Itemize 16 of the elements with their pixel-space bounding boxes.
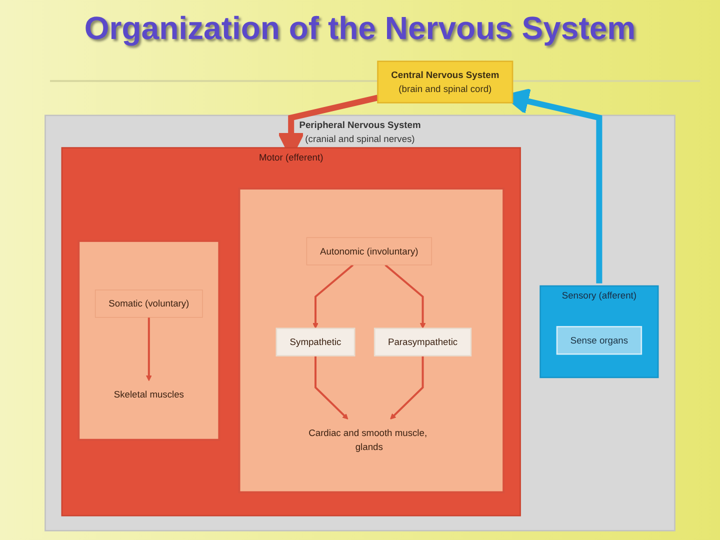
arrow <box>314 356 348 420</box>
node-box: Parasympathetic <box>374 328 472 356</box>
node-text: Cardiac and smooth muscle, glands <box>308 427 428 452</box>
node-box: Sense organs <box>556 326 642 355</box>
node-box: Somatic (voluntary) <box>94 290 203 318</box>
node-box: Autonomic (involuntary) <box>306 237 432 266</box>
cluster <box>78 240 220 441</box>
node-box: Sympathetic <box>276 328 356 356</box>
arrow <box>312 264 354 329</box>
arrow <box>390 356 424 420</box>
arrow <box>384 264 426 329</box>
cluster <box>238 188 505 494</box>
arrow <box>146 317 152 382</box>
node-box: Central Nervous System (brain and spinal cord) <box>377 60 514 104</box>
title: Organization of the Nervous System <box>83 9 637 48</box>
node-text: Skeletal muscles <box>114 388 184 400</box>
